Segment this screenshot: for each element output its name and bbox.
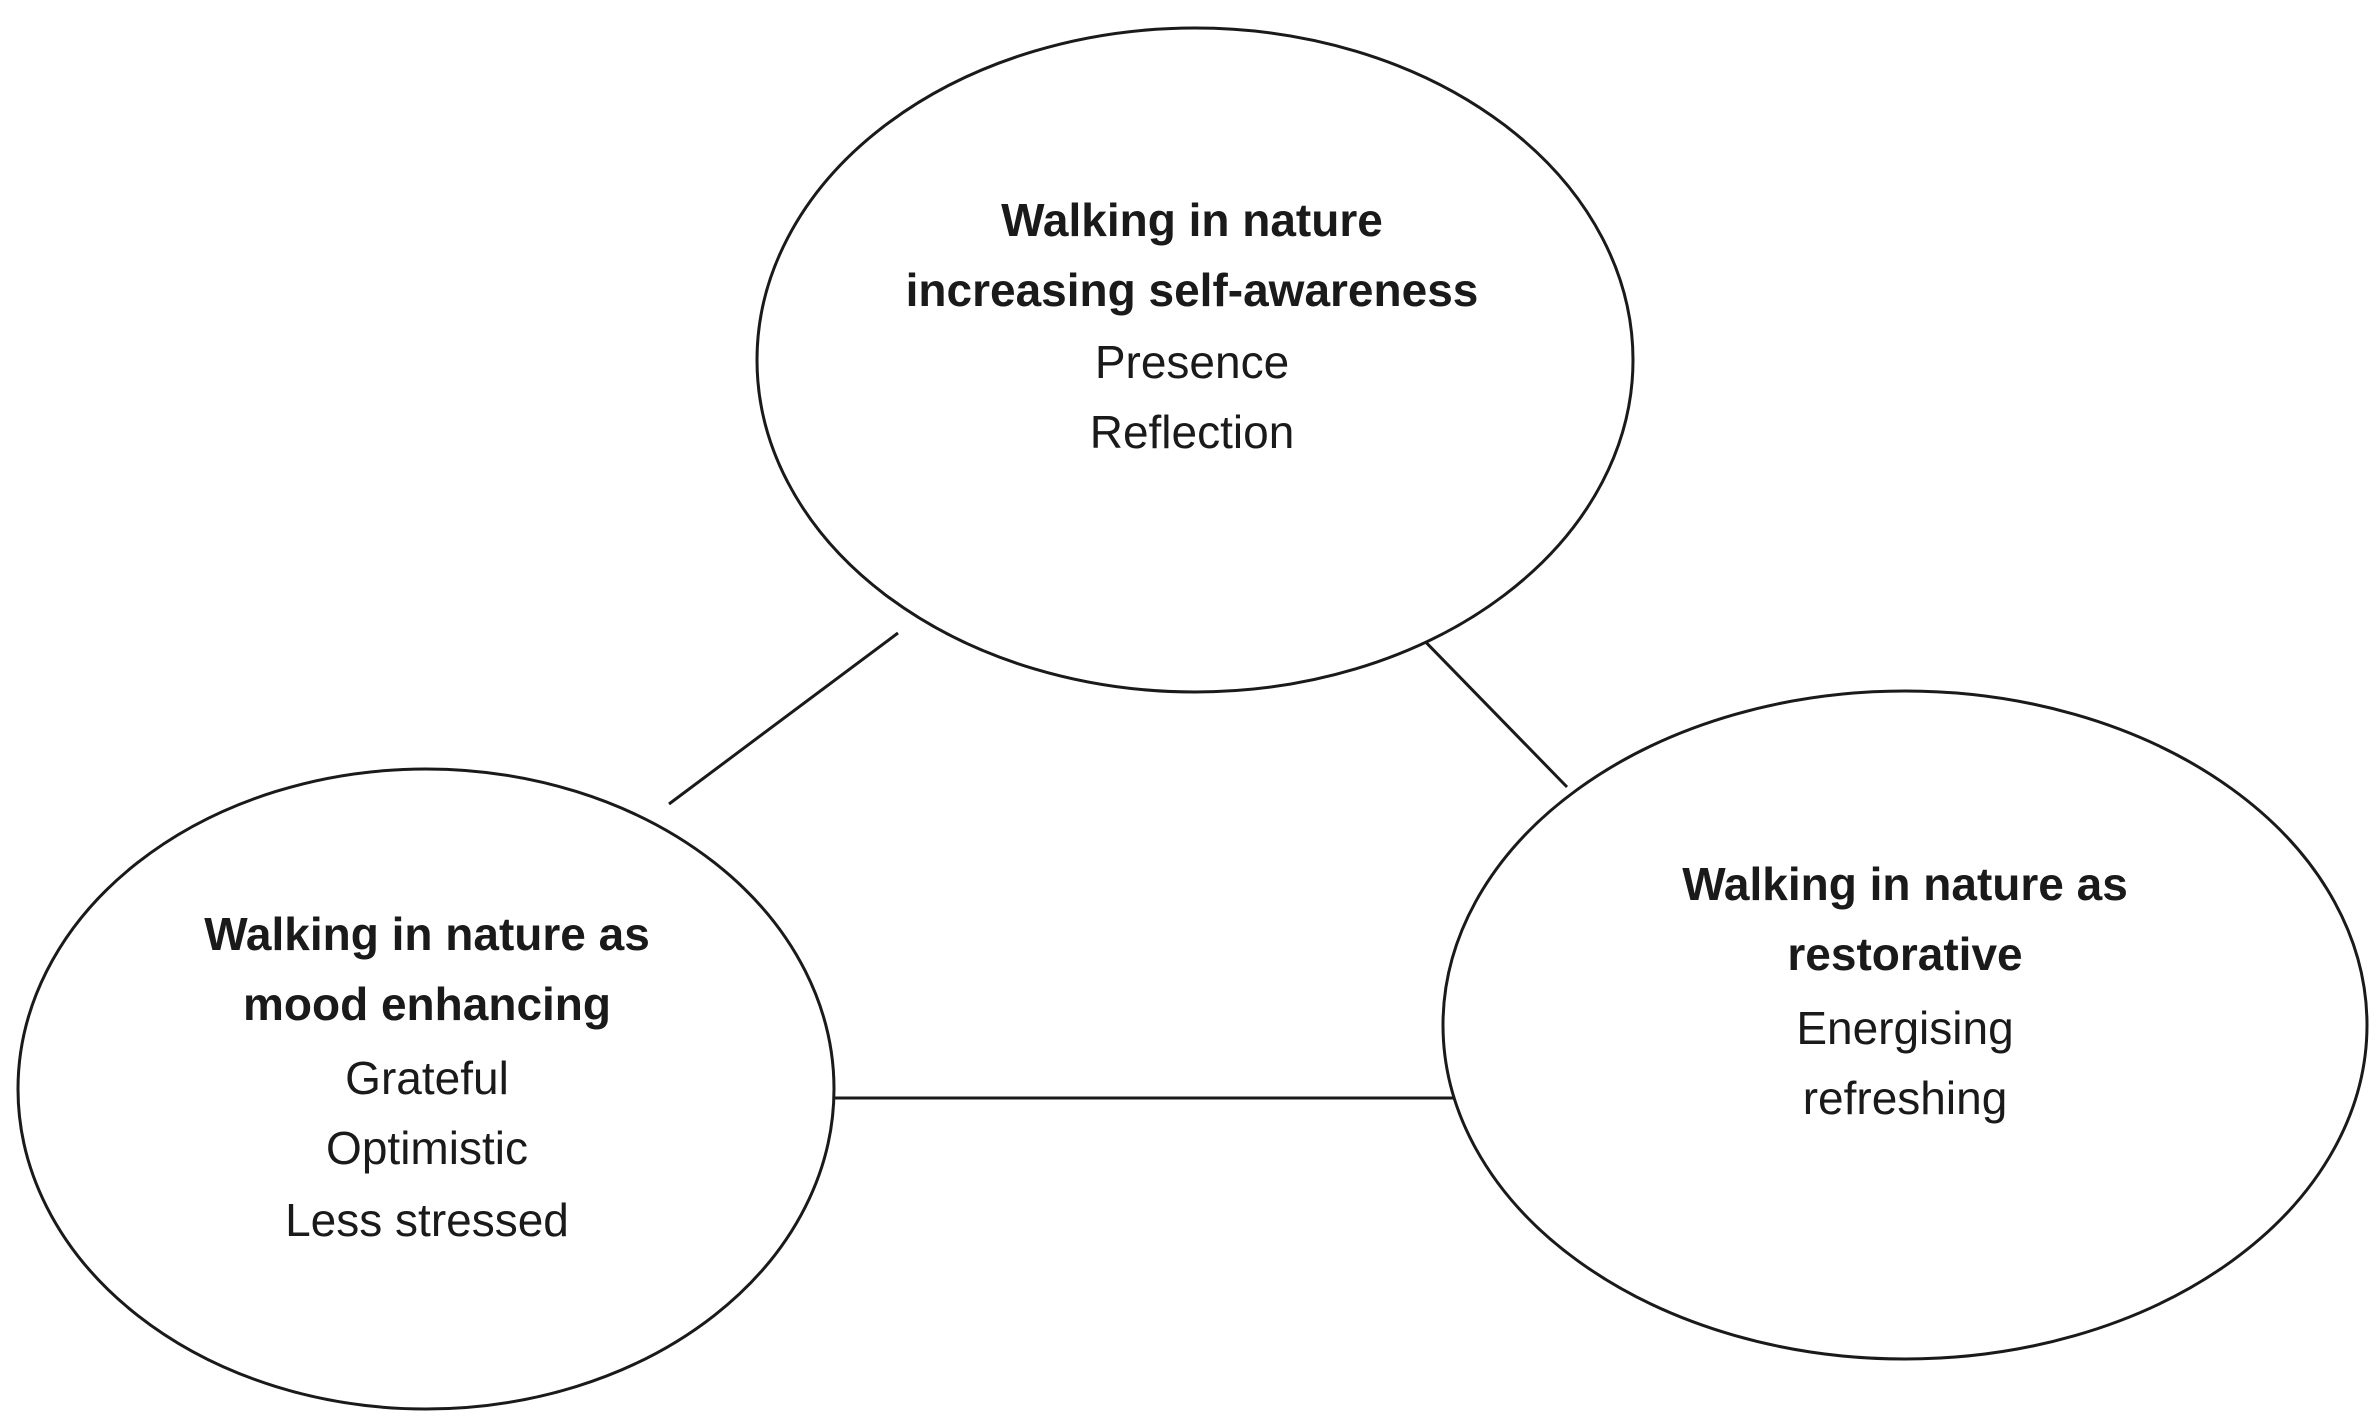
node-left-title-line-1: Walking in nature as bbox=[204, 908, 650, 960]
node-top-ellipse bbox=[755, 26, 1635, 694]
node-right-title-line-1: Walking in nature as bbox=[1682, 858, 2128, 910]
node-left-item-less-stressed: Less stressed bbox=[285, 1194, 569, 1246]
node-left-item-optimistic: Optimistic bbox=[326, 1122, 528, 1174]
node-left-item-grateful: Grateful bbox=[345, 1052, 509, 1104]
node-top-item-reflection: Reflection bbox=[1090, 406, 1295, 458]
node-top-title-line-1: Walking in nature bbox=[1001, 194, 1383, 246]
connector-top-right bbox=[1410, 626, 1569, 789]
node-left-ellipse bbox=[16, 767, 836, 1411]
node-right-item-energising: Energising bbox=[1796, 1002, 2013, 1054]
node-restorative: Walking in nature as restorative Energis… bbox=[1441, 689, 2369, 1361]
node-top-item-presence: Presence bbox=[1095, 336, 1289, 388]
node-left-title-line-2: mood enhancing bbox=[243, 978, 611, 1030]
node-increasing-self-awareness: Walking in nature increasing self-awaren… bbox=[755, 26, 1635, 694]
node-right-ellipse bbox=[1441, 689, 2369, 1361]
node-mood-enhancing: Walking in nature as mood enhancing Grat… bbox=[16, 767, 836, 1411]
node-top-title-line-2: increasing self-awareness bbox=[906, 264, 1479, 316]
node-right-title-line-2: restorative bbox=[1787, 928, 2022, 980]
node-right-item-refreshing: refreshing bbox=[1803, 1072, 2008, 1124]
connector-top-left bbox=[668, 631, 899, 806]
